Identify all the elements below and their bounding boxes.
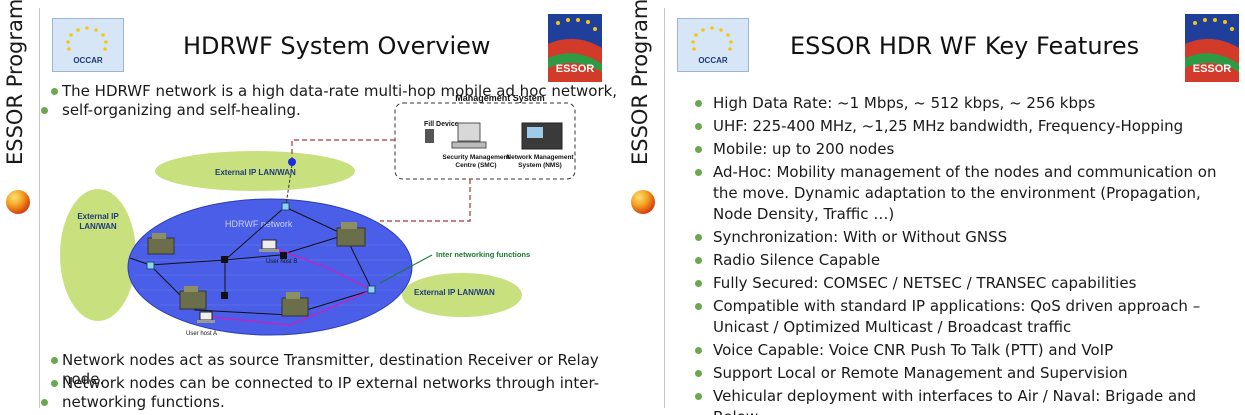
feature-list: High Data Rate: ~1 Mbps, ~ 512 kbps, ~ 2…	[695, 93, 1243, 415]
nms-label-line2: System (NMS)	[518, 162, 562, 169]
user-host-b-label: User host B	[266, 259, 297, 265]
hdrwf-network-label: HDRWF network	[225, 219, 293, 229]
vehicle-icon	[281, 292, 309, 317]
router-icon	[288, 158, 296, 166]
essor-logo-text: ESSOR	[1193, 63, 1232, 75]
vehicle-icon	[179, 286, 207, 310]
intro-bullet-line2: self-organizing and self-healing.	[41, 101, 301, 120]
external-lan-left	[60, 189, 136, 321]
side-label: ESSOR Programme	[628, 0, 652, 165]
occar-logo: OCCAR	[52, 18, 124, 72]
slide-hdrwf-overview: ESSOR Programme OCCAR ESSOR HDRWF System…	[0, 0, 620, 415]
external-lan-top-label: External IP LAN/WAN	[215, 168, 296, 177]
feature-item: Voice Capable: Voice CNR Push To Talk (P…	[695, 340, 1243, 361]
external-lan-right-label: External IP LAN/WAN	[414, 288, 495, 297]
vehicle-icon	[147, 233, 175, 255]
slide-key-features: ESSOR Programme OCCAR ESSOR ESSOR HDR WF…	[625, 0, 1245, 415]
intro-line2-text: self-organizing and self-healing.	[62, 101, 301, 119]
laptop-icon	[197, 311, 215, 323]
smc-label-line1: Security Management	[442, 154, 510, 161]
essor-logo: ESSOR	[548, 14, 602, 82]
inter-networking-label: Inter networking functions	[436, 250, 530, 259]
feature-item: Mobile: up to 200 nodes	[695, 139, 1243, 160]
smc-label-line2: Centre (SMC)	[455, 162, 496, 169]
network-node	[221, 292, 228, 299]
page-title: ESSOR HDR WF Key Features	[790, 32, 1140, 60]
network-node	[221, 256, 228, 263]
user-host-a-label: User host A	[186, 331, 217, 337]
vehicle-icon	[336, 222, 366, 247]
feature-item: High Data Rate: ~1 Mbps, ~ 512 kbps, ~ 2…	[695, 93, 1243, 114]
feature-item: Support Local or Remote Management and S…	[695, 363, 1243, 384]
laptop-icon	[259, 239, 279, 252]
occar-label: OCCAR	[73, 56, 103, 65]
external-lan-right	[402, 273, 522, 317]
bullet-network-nodes-connect-line1: Network nodes can be connected to IP ext…	[50, 374, 600, 392]
eu-stars-icon	[691, 26, 733, 51]
intro-bullet-line1: The HDRWF network is a high data-rate mu…	[50, 82, 618, 100]
feature-item: Ad-Hoc: Mobility management of the nodes…	[695, 162, 1243, 225]
management-system-box	[394, 102, 576, 180]
external-lan-left-label-line1: External IP	[77, 212, 119, 221]
gateway-node	[367, 285, 376, 294]
fill-device-label: Fill Device	[424, 121, 459, 128]
bullet3-line2-text: networking functions.	[62, 393, 225, 411]
feature-item: Vehicular deployment with interfaces to …	[695, 386, 1243, 415]
bullet-network-nodes-roles: Network nodes act as source Transmitter,…	[51, 351, 620, 389]
gateway-node	[146, 261, 155, 270]
feature-item: Radio Silence Capable	[695, 250, 1243, 271]
network-diagram: Management System Fill Device Security M…	[60, 95, 576, 337]
smc-computer-icon	[457, 122, 481, 142]
feature-item: Compatible with standard IP applications…	[695, 296, 1243, 338]
bullet-network-nodes-connect-line2: networking functions.	[41, 393, 225, 412]
feature-item: Synchronization: With or Without GNSS	[695, 227, 1243, 248]
external-lan-top	[155, 151, 355, 191]
essor-orb-icon	[6, 190, 30, 214]
side-divider	[664, 8, 665, 408]
side-divider	[39, 8, 40, 408]
external-lan-left-label-line2: LAN/WAN	[79, 222, 117, 231]
nms-label-line1: Network Management	[506, 154, 574, 161]
feature-item: UHF: 225-400 MHz, ~1,25 MHz bandwidth, F…	[695, 116, 1243, 137]
occar-logo: OCCAR	[677, 18, 749, 72]
feature-item: Fully Secured: COMSEC / NETSEC / TRANSEC…	[695, 273, 1243, 294]
essor-logo-text: ESSOR	[556, 63, 595, 75]
essor-logo: ESSOR	[1185, 14, 1239, 82]
essor-orb-icon	[631, 190, 655, 214]
eu-stars-icon	[66, 26, 108, 51]
management-system-label: Management System	[455, 95, 545, 103]
occar-label: OCCAR	[698, 56, 728, 65]
fill-device-icon	[425, 129, 434, 143]
gateway-node	[281, 202, 290, 211]
network-node	[280, 252, 287, 259]
page-title: HDRWF System Overview	[183, 32, 491, 60]
